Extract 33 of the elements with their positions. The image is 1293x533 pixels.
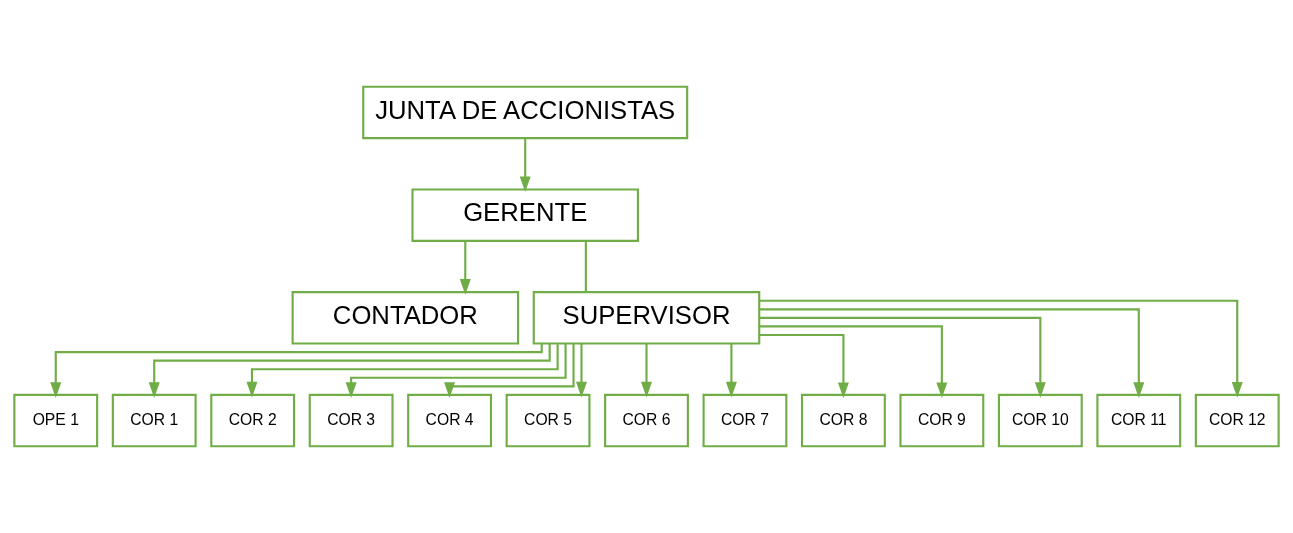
arrow	[759, 325, 948, 399]
node-box: SUPERVISOR	[532, 291, 761, 345]
arrow	[148, 343, 551, 399]
arrow	[345, 343, 567, 398]
node-box: COR 3	[308, 393, 394, 448]
arrow	[725, 343, 737, 398]
node-box: COR 1	[111, 393, 197, 448]
node-box: CONTADOR	[291, 291, 520, 345]
node-box: COR 5	[505, 393, 591, 448]
node-box: JUNTA DE ACCIONISTAS	[362, 85, 689, 140]
node-box: COR 4	[407, 393, 493, 448]
arrow	[519, 138, 531, 193]
node-box: COR 11	[1096, 393, 1182, 448]
arrow	[759, 299, 1243, 398]
arrow	[459, 241, 471, 295]
node-box: COR 2	[210, 393, 296, 448]
arrow	[246, 344, 559, 398]
node-box: COR 6	[604, 393, 689, 448]
arrow	[759, 316, 1046, 398]
node-box: COR 10	[997, 393, 1083, 448]
node-box: COR 8	[800, 393, 886, 448]
arrow	[444, 343, 575, 398]
arrow	[759, 308, 1145, 399]
connector	[584, 241, 587, 292]
arrow	[50, 343, 543, 398]
arrow	[575, 343, 587, 398]
arrow	[641, 343, 652, 398]
node-box: COR 7	[702, 393, 788, 448]
node-box: COR 9	[899, 393, 985, 448]
arrow	[759, 333, 849, 399]
node-box: OPE 1	[13, 393, 99, 448]
node-box: GERENTE	[411, 188, 639, 242]
node-box: COR 12	[1194, 393, 1280, 448]
